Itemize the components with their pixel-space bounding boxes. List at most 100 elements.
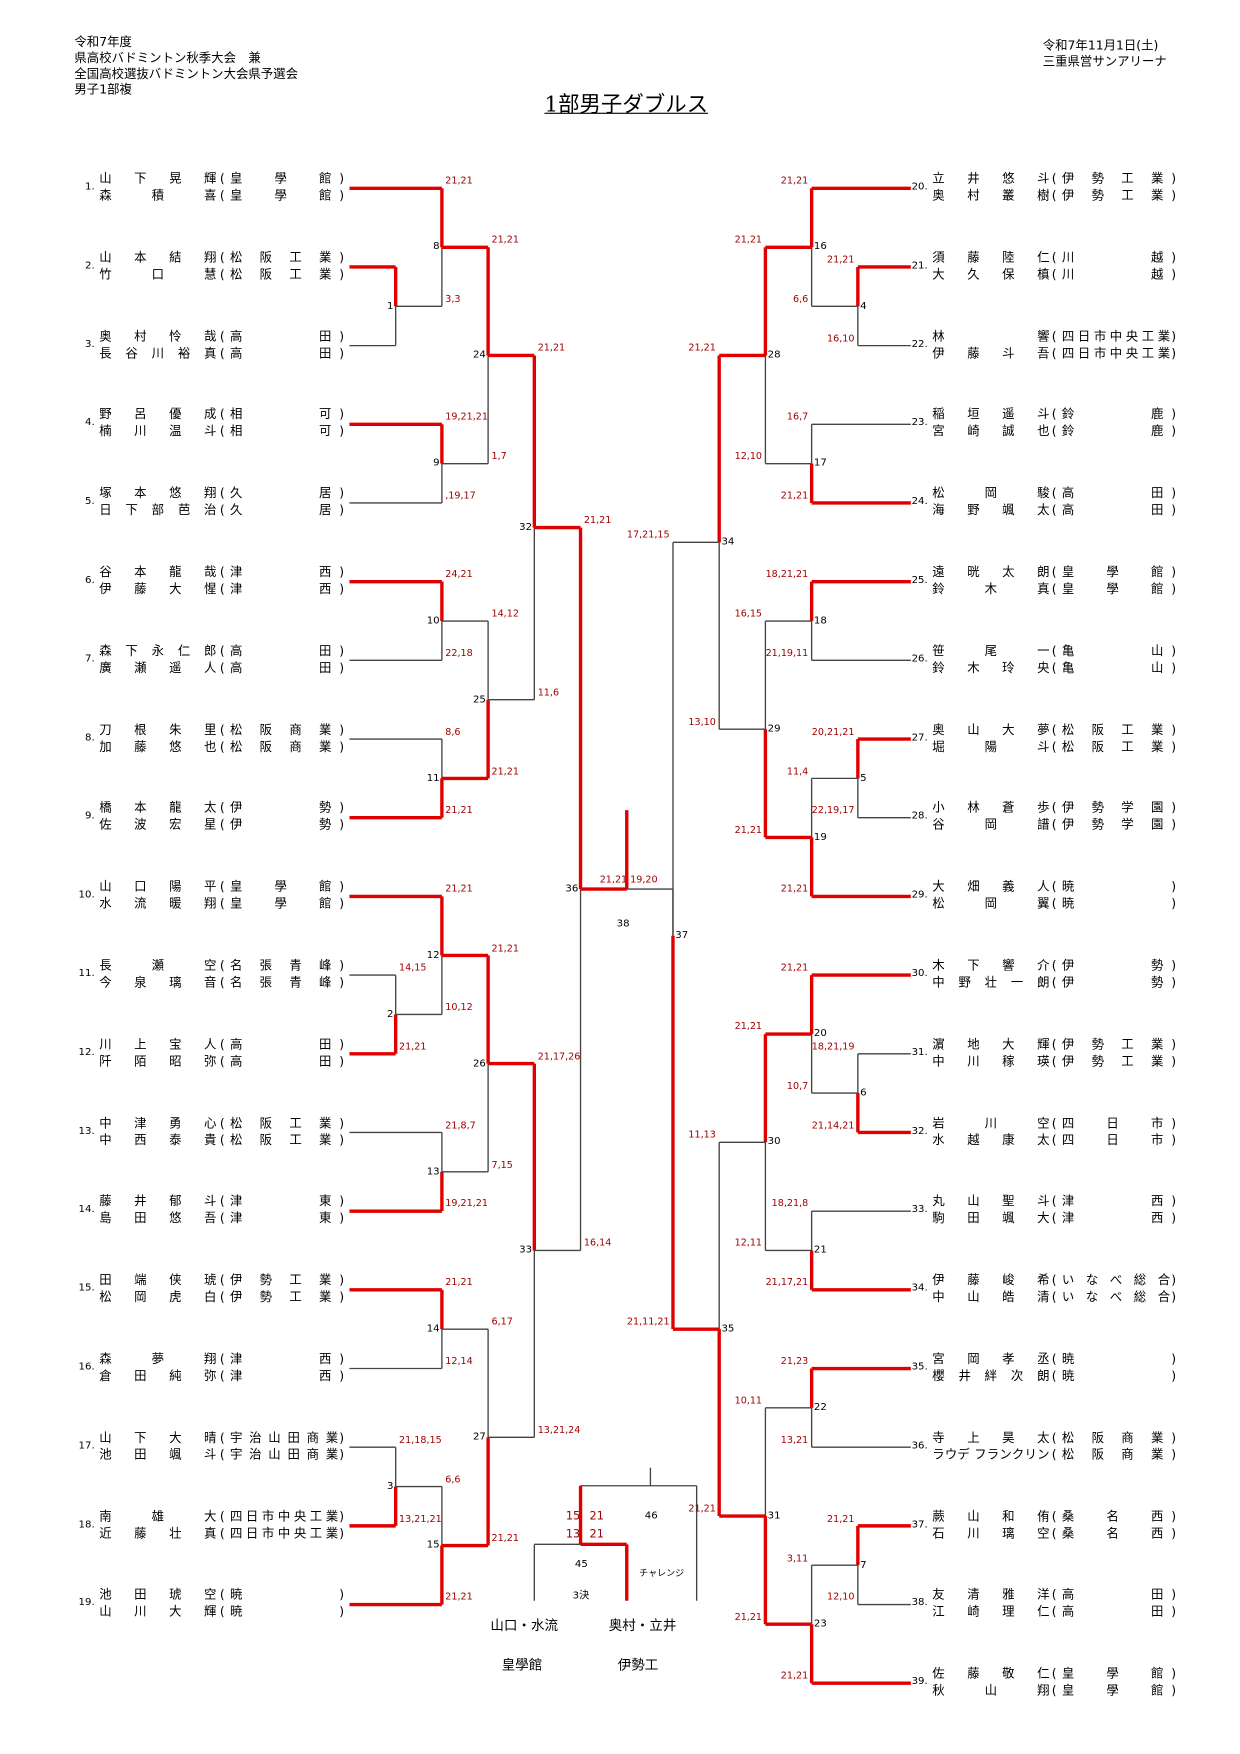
player-name: 加藤悠也 [99,739,217,754]
close-paren: ) [339,722,345,737]
player-name: 立井悠斗 [932,171,1050,186]
school-name: 松阪工業 [229,266,332,282]
school-name: 暁 [1061,1351,1075,1367]
player-name: 石川璃空 [932,1525,1050,1541]
score-label: 21,21 [780,1670,809,1683]
open-paren: ( [1051,1666,1057,1681]
player-name: 阡陌昭弥 [99,1053,217,1069]
match-number: 17 [813,458,827,470]
player-name: 寺上昊太 [932,1430,1050,1445]
open-paren: ( [219,1351,225,1367]
close-paren: ) [1171,1430,1177,1445]
match-number: 18 [813,615,827,627]
player-name: 奥村叢樹 [932,188,1050,203]
close-paren: ) [1171,660,1177,676]
open-paren: ( [1051,1272,1057,1288]
close-paren: ) [339,345,345,361]
score-label: 11,6 [537,687,560,699]
close-paren: ) [1171,424,1177,439]
player-name: 川上宝人 [99,1036,217,1052]
page-title: 1部男子ダブルス [544,92,709,118]
close-paren: ) [1171,1132,1177,1148]
school-name: 高田 [1061,486,1164,501]
score-label: 13,21,21 [399,1513,442,1525]
school-name: 川越 [1061,250,1164,265]
entry-number: 12. [78,1047,95,1059]
player-name: 谷本龍哉 [99,564,217,580]
score-label: 21,17,21 [765,1277,809,1289]
school-name: 伊勢 [229,817,332,833]
close-paren: ) [1171,1666,1177,1681]
score-label: 16,7 [786,411,809,424]
player-name: 伊藤峻希 [932,1272,1050,1288]
challenge-match-number: 46 [644,1510,658,1522]
close-paren: ) [1171,1508,1177,1524]
open-paren: ( [219,581,225,597]
close-paren: ) [1171,171,1177,186]
open-paren: ( [1051,817,1057,833]
school-name: 久居 [229,486,332,501]
close-paren: ) [1171,1525,1177,1541]
player-name: 駒田颯大 [932,1211,1050,1226]
close-paren: ) [1171,1272,1177,1288]
open-paren: ( [219,1211,225,1226]
score-label: 12,10 [734,451,763,463]
score-label: 21,23 [780,1356,809,1368]
open-paren: ( [1051,1211,1057,1226]
score-label: 14,15 [399,962,427,974]
player-name: 鈴木真 [932,581,1050,597]
score-label: 6,17 [491,1316,513,1329]
close-paren: ) [1171,250,1177,265]
school-name: 伊勢工業 [1061,188,1164,203]
score-label: 21,21 [399,1041,427,1053]
close-paren: ) [339,1289,345,1305]
player-name: 岩川空 [932,1115,1050,1131]
score-label: 19,21,21 [445,411,488,424]
open-paren: ( [1051,1115,1057,1131]
open-paren: ( [1051,1447,1057,1462]
school-name: 皇學館 [1061,564,1164,580]
entry-number: 37. [911,1519,928,1531]
player-name: 伊藤大惺 [99,581,217,597]
entry-number: 17. [78,1440,95,1452]
close-paren: ) [1171,1351,1177,1367]
match-number: 6 [860,1087,867,1099]
close-paren: ) [1171,1194,1177,1209]
score-label: 21,8,7 [445,1120,476,1132]
match-number: 14 [426,1323,440,1335]
school-name: 津西 [229,1368,332,1384]
school-name: 高田 [229,345,332,361]
school-name: 皇學館 [229,188,332,203]
school-name: 松阪工業 [229,1132,332,1148]
score-label: 21,21 [734,1021,763,1033]
score-label: 21,21 [780,175,809,188]
open-paren: ( [1051,896,1057,912]
player-name: 丸山聖斗 [932,1194,1050,1209]
match-number: 4 [860,300,867,312]
score-label: 21,14,21 [811,1120,855,1132]
school-name: 久居 [229,502,332,518]
close-paren: ) [1171,188,1177,203]
match-number: 23 [813,1618,827,1630]
header-right: 令和7年11月1日(土) 三重県営サンアリーナ [1043,38,1167,70]
header-line: 県高校バドミントン秋季大会 兼 [74,50,261,66]
close-paren: ) [1171,328,1177,344]
player-name: 伊藤斗吾 [932,345,1050,361]
school-name: 津東 [229,1211,332,1226]
school-name: 松阪商業 [1061,1430,1164,1445]
score-label: 3,11 [786,1552,809,1565]
player-name: 中山皓清 [932,1289,1050,1305]
open-paren: ( [219,171,225,186]
score-label: 10,11 [734,1395,763,1407]
open-paren: ( [219,1368,225,1384]
close-paren: ) [1171,486,1177,501]
open-paren: ( [219,502,225,518]
score-label: 21,21 [445,175,473,188]
close-paren: ) [339,879,345,895]
entry-number: 24. [911,496,928,508]
close-paren: ) [339,486,345,501]
close-paren: ) [1171,1368,1177,1384]
player-name: 長瀬空 [99,958,217,973]
score-label: 11,4 [786,765,809,778]
